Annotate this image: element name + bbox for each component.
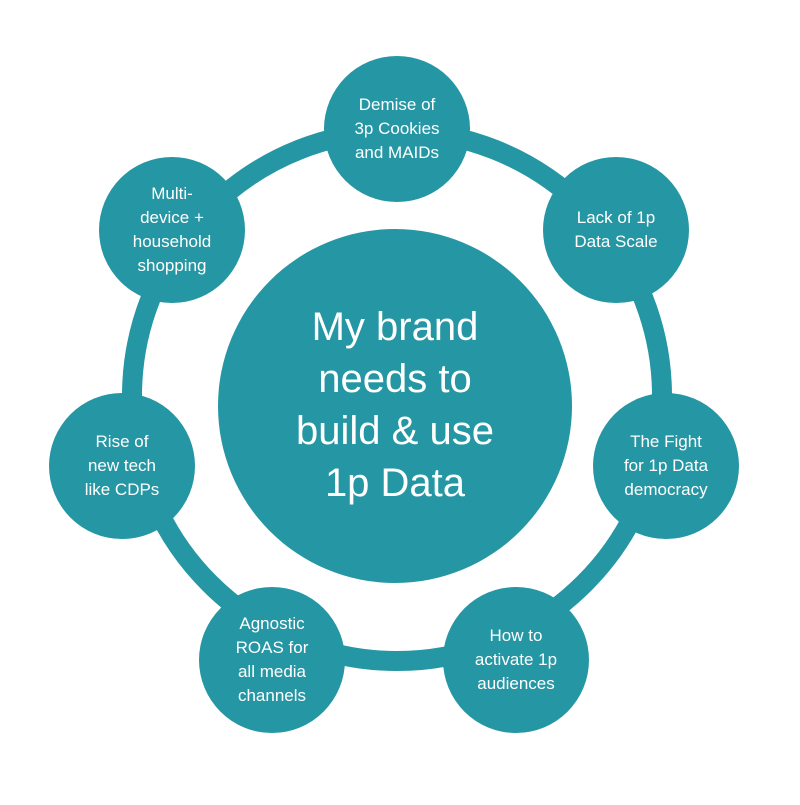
node-circle-rise-cdps xyxy=(49,393,195,539)
node-circles xyxy=(49,56,739,733)
node-label-lack-scale: Lack of 1p Data Scale xyxy=(574,208,658,251)
node-circle-fight-democracy xyxy=(593,393,739,539)
node-label-demise-cookies: Demise of 3p Cookies and MAIDs xyxy=(354,95,440,162)
center-hub-label: My brand needs to build & use 1p Data xyxy=(296,305,494,505)
node-label-fight-democracy: The Fight for 1p Data democracy xyxy=(623,432,709,499)
node-label-agnostic-roas: Agnostic ROAS for all media channels xyxy=(235,614,309,705)
node-label-multi-device: Multi- device + household shopping xyxy=(132,184,212,275)
node-label-rise-cdps: Rise of new tech like CDPs xyxy=(84,432,160,499)
node-label-activate-audiences: How to activate 1p audiences xyxy=(474,626,558,693)
node-circle-demise-cookies xyxy=(324,56,470,202)
center-hub-circle xyxy=(218,229,572,583)
node-circle-activate-audiences xyxy=(443,587,589,733)
node-circle-agnostic-roas xyxy=(199,587,345,733)
node-circle-lack-scale xyxy=(543,157,689,303)
node-circle-multi-device xyxy=(99,157,245,303)
